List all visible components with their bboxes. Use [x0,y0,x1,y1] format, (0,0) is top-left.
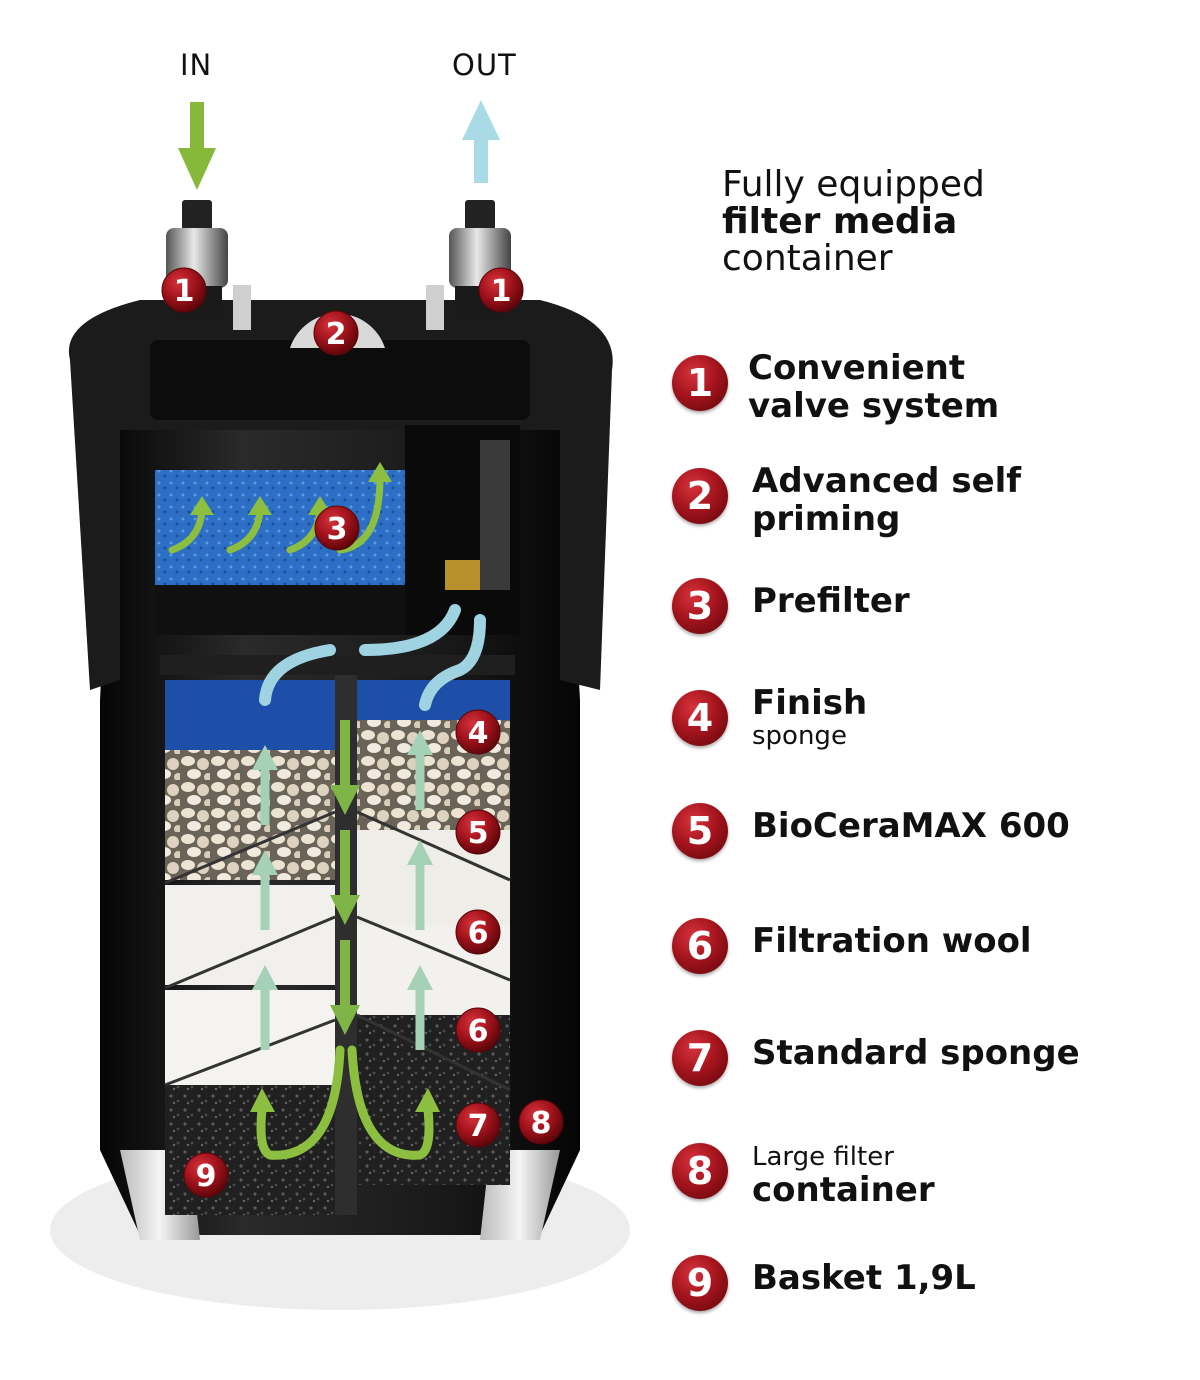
legend-item-8: 8 Large filter container [672,1143,1192,1223]
callout-badge-9: 9 [183,1152,229,1198]
callout-badge-6: 6 [455,909,501,955]
headline: Fully equipped filter media container [722,166,985,277]
media-flow-arrows-up [260,750,425,1050]
lid-top [150,340,530,420]
callout-badge-7: 7 [455,1102,501,1148]
wool-left-1 [165,885,335,985]
headline-line-1: Fully equipped [722,164,985,205]
legend-item-5: 5 BioCeraMAX 600 [672,803,1192,883]
legend-badge-5: 5 [672,803,728,859]
legend-label-8-line-1: Large filter [752,1142,894,1172]
callout-badge-8: 8 [518,1099,564,1145]
bottom-u-arrows [256,1045,434,1160]
callout-badge-1: 1 [478,267,524,313]
legend-label-1-line-2: valve system [748,386,1000,426]
legend-item-4: 4 Finish sponge [672,684,1192,770]
callout-badge-4: 4 [455,709,501,755]
legend-label-3: Prefilter [752,581,910,621]
callout-number: 1 [174,274,195,309]
callout-number: 1 [491,274,512,309]
legend-badge-6: 6 [672,918,728,974]
wool-left-2 [165,990,335,1085]
filter-illustration: 1 1 2 3 4 5 6 6 7 8 9 [50,100,630,1310]
return-flow-arrows [259,604,486,711]
callout-number: 6 [468,1014,489,1049]
legend-label-1-line-1: Convenient [748,348,966,388]
legend-badge-7: 7 [672,1030,728,1086]
legend-label-7: Standard sponge [752,1033,1080,1073]
ceramic-left [165,750,335,880]
callout-number: 3 [327,512,348,547]
callout-badge-5: 5 [455,809,501,855]
legend-item-2: 2 Advanced self priming [672,462,1192,548]
callout-number: 6 [468,916,489,951]
callout-number: 7 [468,1109,489,1144]
headline-line-2: filter media [722,201,958,242]
lock-clip-left [233,285,251,330]
outlet-valve [449,200,511,316]
callout-badge-2: 2 [313,310,359,356]
callout-number: 9 [196,1159,217,1194]
callout-badge-6: 6 [455,1007,501,1053]
legend-badge-3: 3 [672,578,728,634]
legend-label-4-line-2: sponge [752,721,847,751]
in-label: IN [180,48,213,82]
headline-line-3: container [722,238,893,279]
callout-number: 8 [531,1106,552,1141]
legend-badge-9: 9 [672,1255,728,1311]
legend-label-9: Basket 1,9L [752,1258,976,1298]
callout-number: 2 [326,317,347,352]
legend-label-2-line-1: Advanced self [752,461,1022,501]
callout-badge-1: 1 [161,267,207,313]
legend-label-5: BioCeraMAX 600 [752,806,1070,846]
sponge-left [165,1085,335,1215]
legend-badge-4: 4 [672,690,728,746]
legend-item-6: 6 Filtration wool [672,918,1192,998]
legend-label-2-line-2: priming [752,499,901,539]
center-flow-arrows-down [330,720,360,1035]
out-label: OUT [452,48,517,82]
in-arrow-icon [178,102,216,190]
lock-clip-right [426,285,444,330]
callout-number: 5 [468,816,489,851]
out-arrow-icon [462,100,500,183]
legend-item-3: 3 Prefilter [672,578,1192,658]
callout-badge-3: 3 [314,505,360,551]
legend-label-6: Filtration wool [752,921,1032,961]
legend-badge-2: 2 [672,468,728,524]
legend-item-1: 1 Convenient valve system [672,349,1192,435]
legend-label-4-line-1: Finish [752,683,868,723]
callout-number: 4 [468,716,489,751]
finish-sponge-left [165,680,335,750]
legend-badge-8: 8 [672,1143,728,1199]
legend-item-9: 9 Basket 1,9L [672,1255,1192,1335]
legend-label-8-line-2: container [752,1170,935,1210]
legend-badge-1: 1 [672,355,728,411]
legend-item-7: 7 Standard sponge [672,1030,1192,1110]
